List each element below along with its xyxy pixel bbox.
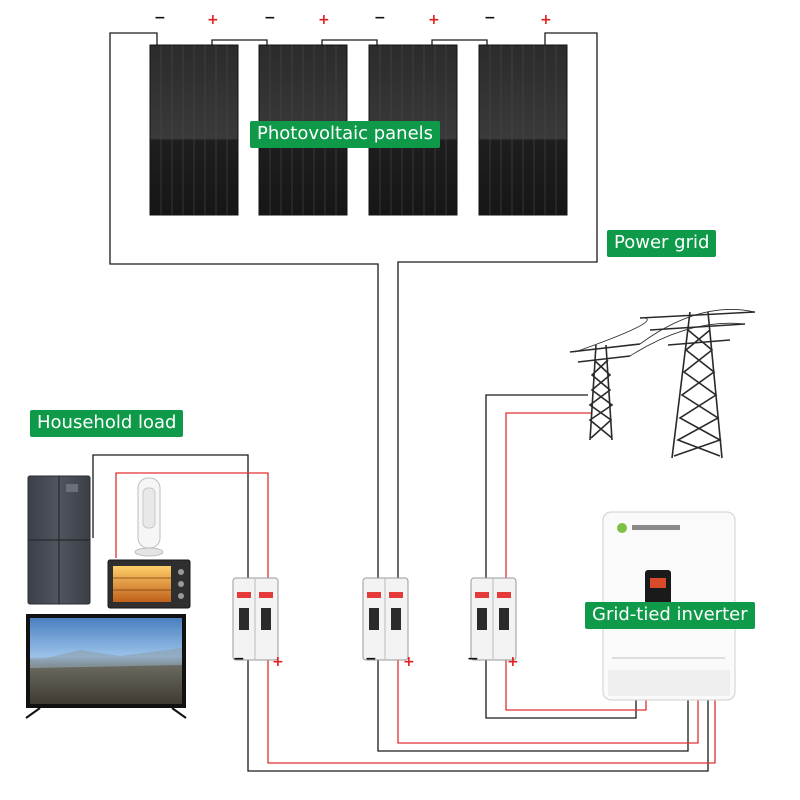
- polarity-positive: +: [403, 654, 415, 670]
- pv-panel-array: [149, 44, 568, 216]
- polarity-positive: +: [540, 12, 552, 28]
- polarity-negative: −: [264, 10, 276, 26]
- polarity-positive: +: [428, 12, 440, 28]
- polarity-negative: −: [484, 10, 496, 26]
- television-icon: [25, 614, 187, 719]
- inverter-label: Grid-tied inverter: [585, 602, 755, 629]
- heater-icon: [134, 477, 164, 557]
- inverter-wiring: [247, 660, 716, 772]
- pv-wiring: [109, 32, 598, 578]
- polarity-positive: +: [507, 654, 519, 670]
- polarity-positive: +: [272, 654, 284, 670]
- household-load-label: Household load: [30, 410, 184, 437]
- pv-panel: [478, 44, 568, 216]
- transmission-tower-icon: [569, 309, 756, 459]
- pv-breaker[interactable]: [362, 577, 409, 661]
- polarity-negative: −: [365, 651, 377, 667]
- polarity-negative: −: [467, 651, 479, 667]
- load-wiring: [92, 454, 269, 578]
- power-grid-label: Power grid: [607, 230, 717, 257]
- pv-panels-label: Photovoltaic panels: [250, 121, 441, 148]
- grid-breaker[interactable]: [470, 577, 517, 661]
- polarity-negative: −: [233, 651, 245, 667]
- polarity-positive: +: [207, 12, 219, 28]
- pv-panel: [149, 44, 239, 216]
- grid-wiring: [485, 394, 592, 578]
- polarity-negative: −: [374, 10, 386, 26]
- oven-icon: [107, 559, 191, 609]
- refrigerator-icon: [27, 475, 91, 605]
- load-breaker[interactable]: [232, 577, 279, 661]
- polarity-positive: +: [318, 12, 330, 28]
- polarity-negative: −: [154, 10, 166, 26]
- brand-logo-icon: [617, 523, 627, 533]
